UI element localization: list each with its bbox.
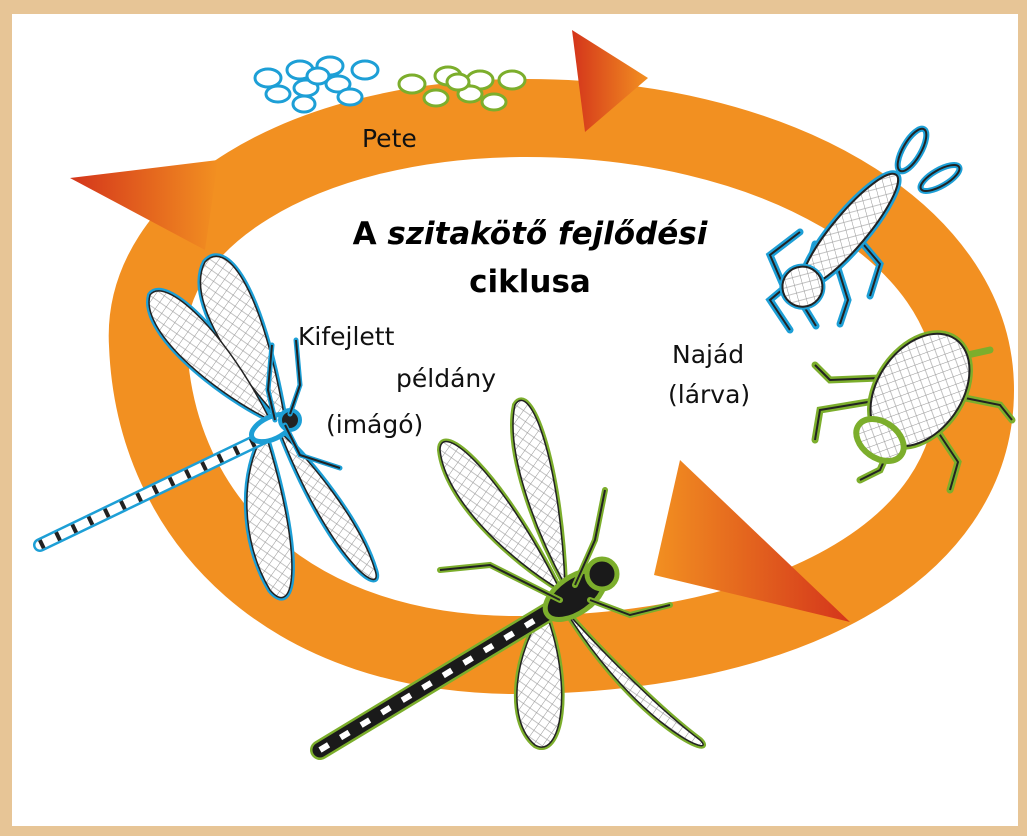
diagram-title: A szitakötő fejlődési: [300, 216, 760, 252]
adult-stage-sublabel: (imágó): [326, 410, 423, 439]
larva-stage-sublabel: (lárva): [668, 380, 750, 409]
larva-stage-label: Najád: [672, 340, 744, 369]
adult-stage-label: Kifejlett: [298, 322, 394, 351]
title-line1: szitakötő fejlődési: [387, 216, 707, 252]
egg-stage-label: Pete: [362, 124, 417, 153]
title-prefix: A: [353, 216, 388, 252]
diagram-title-line2: ciklusa: [420, 264, 640, 300]
adult-stage-label-line2: példány: [396, 364, 496, 393]
